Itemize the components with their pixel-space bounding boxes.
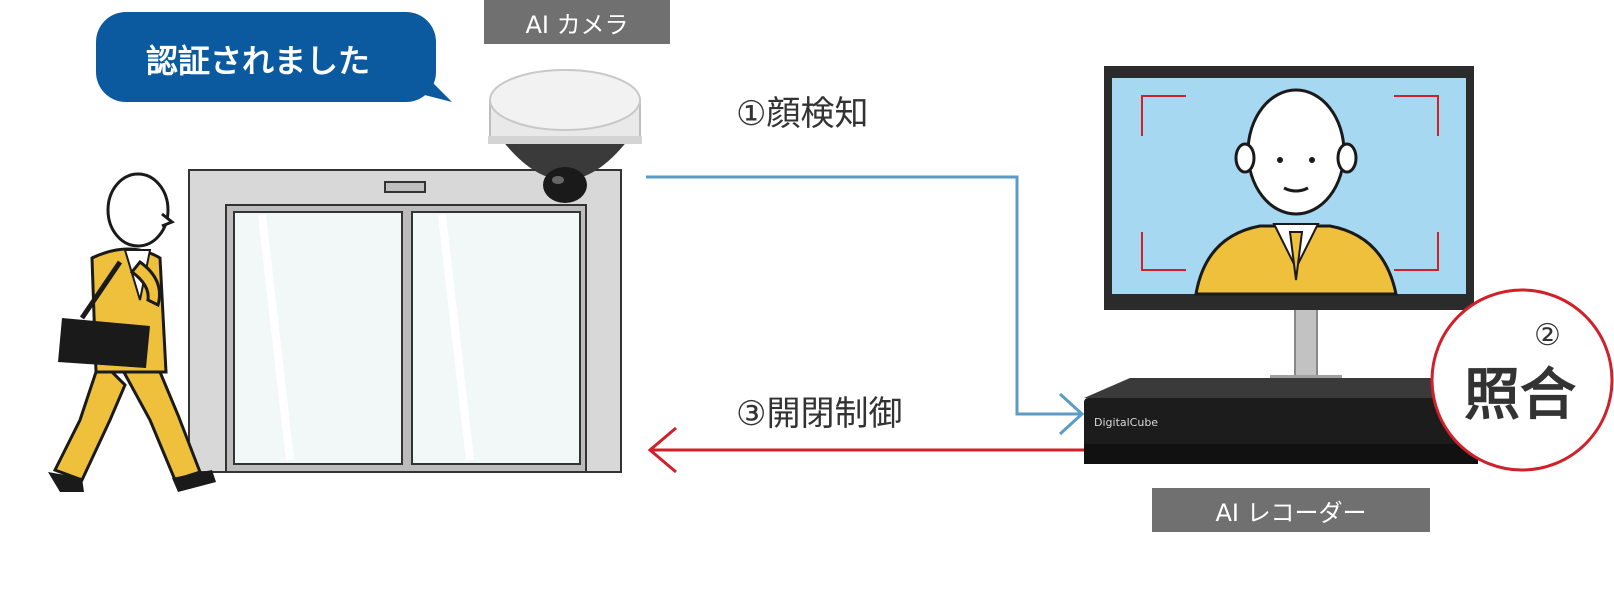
walking-businessman-icon — [48, 172, 216, 492]
speech-bubble — [96, 12, 452, 102]
recorder-label: AI レコーダー — [1215, 498, 1367, 527]
match-step-number: ② — [1534, 318, 1561, 353]
door-control-arrow — [647, 426, 1085, 474]
match-step-label: 照合 — [1464, 363, 1576, 428]
speech-bubble-text: 認証されました — [146, 42, 371, 80]
step-door-control: ③開閉制御 — [736, 394, 903, 434]
automatic-door-icon — [188, 169, 622, 473]
recorder-brand: DigitalCube — [1094, 416, 1159, 429]
recorder-label-bg — [1152, 488, 1430, 532]
monitor-icon — [1104, 66, 1474, 385]
match-badge — [1430, 288, 1614, 472]
recorder-box-icon — [1084, 378, 1478, 464]
step-face-detect: ①顔検知 — [736, 94, 869, 134]
camera-label: AI カメラ — [525, 10, 629, 39]
camera-label-bg — [484, 0, 670, 44]
face-detect-arrow — [646, 175, 1085, 436]
dome-camera-icon — [488, 69, 642, 203]
